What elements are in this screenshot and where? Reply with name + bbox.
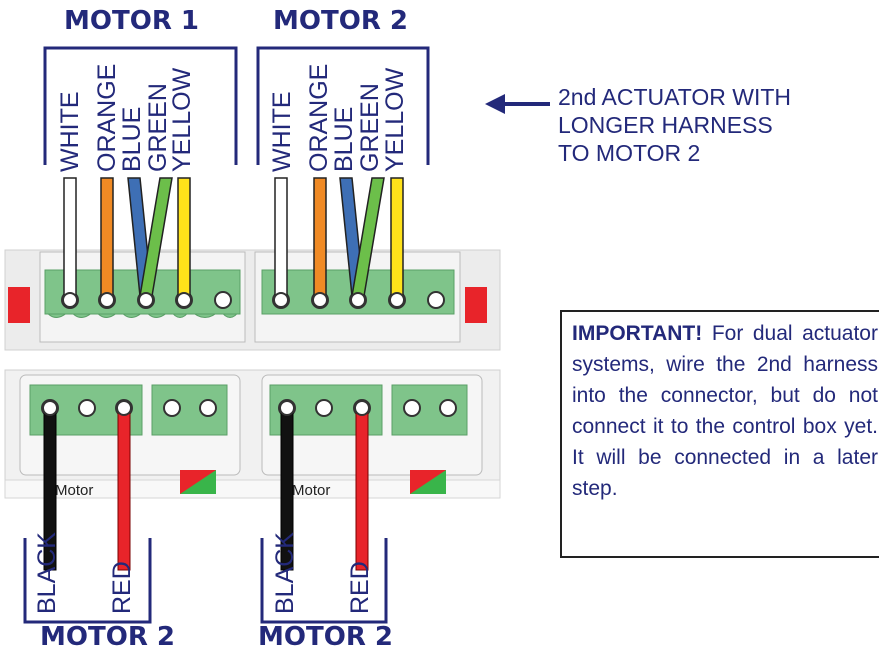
yellow-wire [390, 177, 404, 297]
wire-label-blue: BLUE [118, 106, 146, 172]
red-wire-left [117, 409, 131, 571]
motor1-bracket [43, 46, 238, 165]
wire-label-red: RED [346, 561, 374, 614]
wire-label-black: BLACK [33, 532, 61, 614]
wire-label-white: WHITE [268, 91, 296, 172]
callout-text: 2nd ACTUATOR WITH LONGER HARNESS TO MOTO… [558, 83, 791, 167]
motor2-title: MOTOR 2 [273, 6, 408, 36]
terminal-screw [214, 291, 232, 309]
wire-label-yellow: YELLOW [381, 67, 409, 172]
note-heading: IMPORTANT! [572, 322, 703, 345]
wire-label-white: WHITE [56, 91, 84, 172]
bottom-right-bracket [260, 538, 388, 624]
wire-label-yellow: YELLOW [168, 67, 196, 172]
connector-label-left: Motor [55, 482, 94, 499]
terminal-screw [427, 291, 445, 309]
rg-indicator-left [180, 470, 216, 494]
callout-line: LONGER HARNESS [558, 112, 773, 138]
wire-label-orange: ORANGE [305, 63, 333, 172]
note-body: For dual actuator systems, wire the 2nd … [572, 322, 878, 500]
callout-line: TO MOTOR 2 [558, 140, 701, 166]
bottom-left-bracket [23, 538, 152, 624]
wire-label-blue: BLUE [330, 106, 358, 172]
white-wire [274, 177, 288, 297]
callout-line: 2nd ACTUATOR WITH [558, 84, 792, 110]
yellow-wire [177, 177, 191, 297]
red-indicator-right [465, 287, 487, 323]
red-wire-right [355, 409, 369, 571]
motor1-title: MOTOR 1 [64, 6, 199, 36]
connector-label-right: Motor [292, 482, 331, 499]
orange-wire [313, 177, 327, 297]
important-note: IMPORTANT! For dual actuator systems, wi… [560, 310, 879, 558]
wire-label-black: BLACK [271, 532, 299, 614]
wire-label-green: GREEN [356, 83, 384, 172]
white-wire [63, 177, 77, 297]
motor2-bracket [256, 46, 430, 165]
wire-label-orange: ORANGE [93, 63, 121, 172]
orange-wire [100, 177, 114, 297]
red-indicator-left [8, 287, 30, 323]
rg-indicator-right [410, 470, 446, 494]
left-arrow-icon [485, 94, 550, 114]
wire-label-red: RED [108, 561, 136, 614]
bottom-left-motor-title: MOTOR 2 [40, 622, 175, 652]
bottom-right-motor-title: MOTOR 2 [258, 622, 393, 652]
